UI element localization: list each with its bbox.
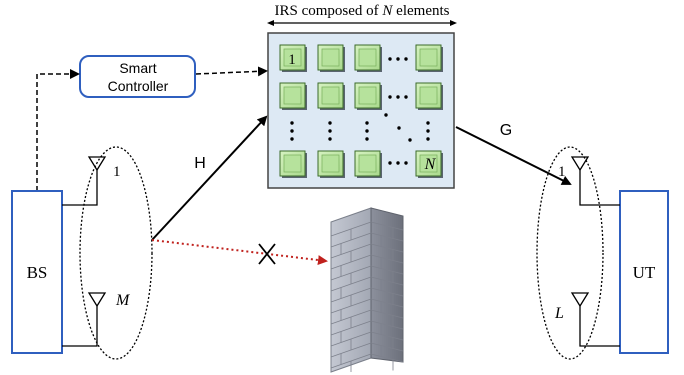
bs-antenna-first-label: 1 [113,164,121,180]
controller-to-irs-dashed-link [195,66,268,77]
channel-g-label: G [500,122,512,139]
ut-antenna-1 [570,156,620,206]
ut-box [619,190,669,354]
smart-controller-label-line1: Smart [119,60,156,76]
irs-element-tile [279,150,307,178]
wall-obstacle [330,207,404,373]
irs-title: IRS composed of N elements [274,3,449,19]
irs-element-first-label: 1 [288,52,296,68]
ut-antenna-first-label: 1 [558,164,566,180]
irs-element-tile [279,82,307,110]
irs-element-tile [354,82,382,110]
bs-antenna-array-ellipse [79,146,153,360]
irs-element-tile [354,44,382,72]
blocked-direct-link [151,239,328,266]
channel-g-arrow [455,126,572,185]
channel-h-arrow [151,115,268,241]
ut-antenna-array-ellipse [536,146,604,360]
smart-controller-box [79,55,196,98]
irs-element-tile [317,150,345,178]
irs-ellipsis-dots [290,57,430,165]
bs-label: BS [27,263,48,282]
bs-box [11,190,63,354]
blocked-cross-icon [258,243,276,265]
irs-element-tile [317,44,345,72]
irs-element-tile [415,82,443,110]
irs-element-tile [354,150,382,178]
ut-antenna-l [570,292,620,347]
bs-to-controller-dashed-link [36,69,80,191]
bs-antenna-1 [62,156,107,206]
irs-element-tile [317,82,345,110]
channel-h-label: H [194,155,206,172]
smart-controller-label-line2: Controller [108,78,169,94]
irs-element-tile [279,44,307,72]
irs-element-tile [415,150,443,178]
ut-antenna-last-label: L [554,305,564,322]
ut-label: UT [633,263,656,282]
bs-antenna-last-label: M [115,292,131,309]
irs-element-last-label: N [424,156,437,173]
bs-antenna-m [62,292,107,347]
irs-element-grid [279,44,443,178]
irs-element-tile [415,44,443,72]
